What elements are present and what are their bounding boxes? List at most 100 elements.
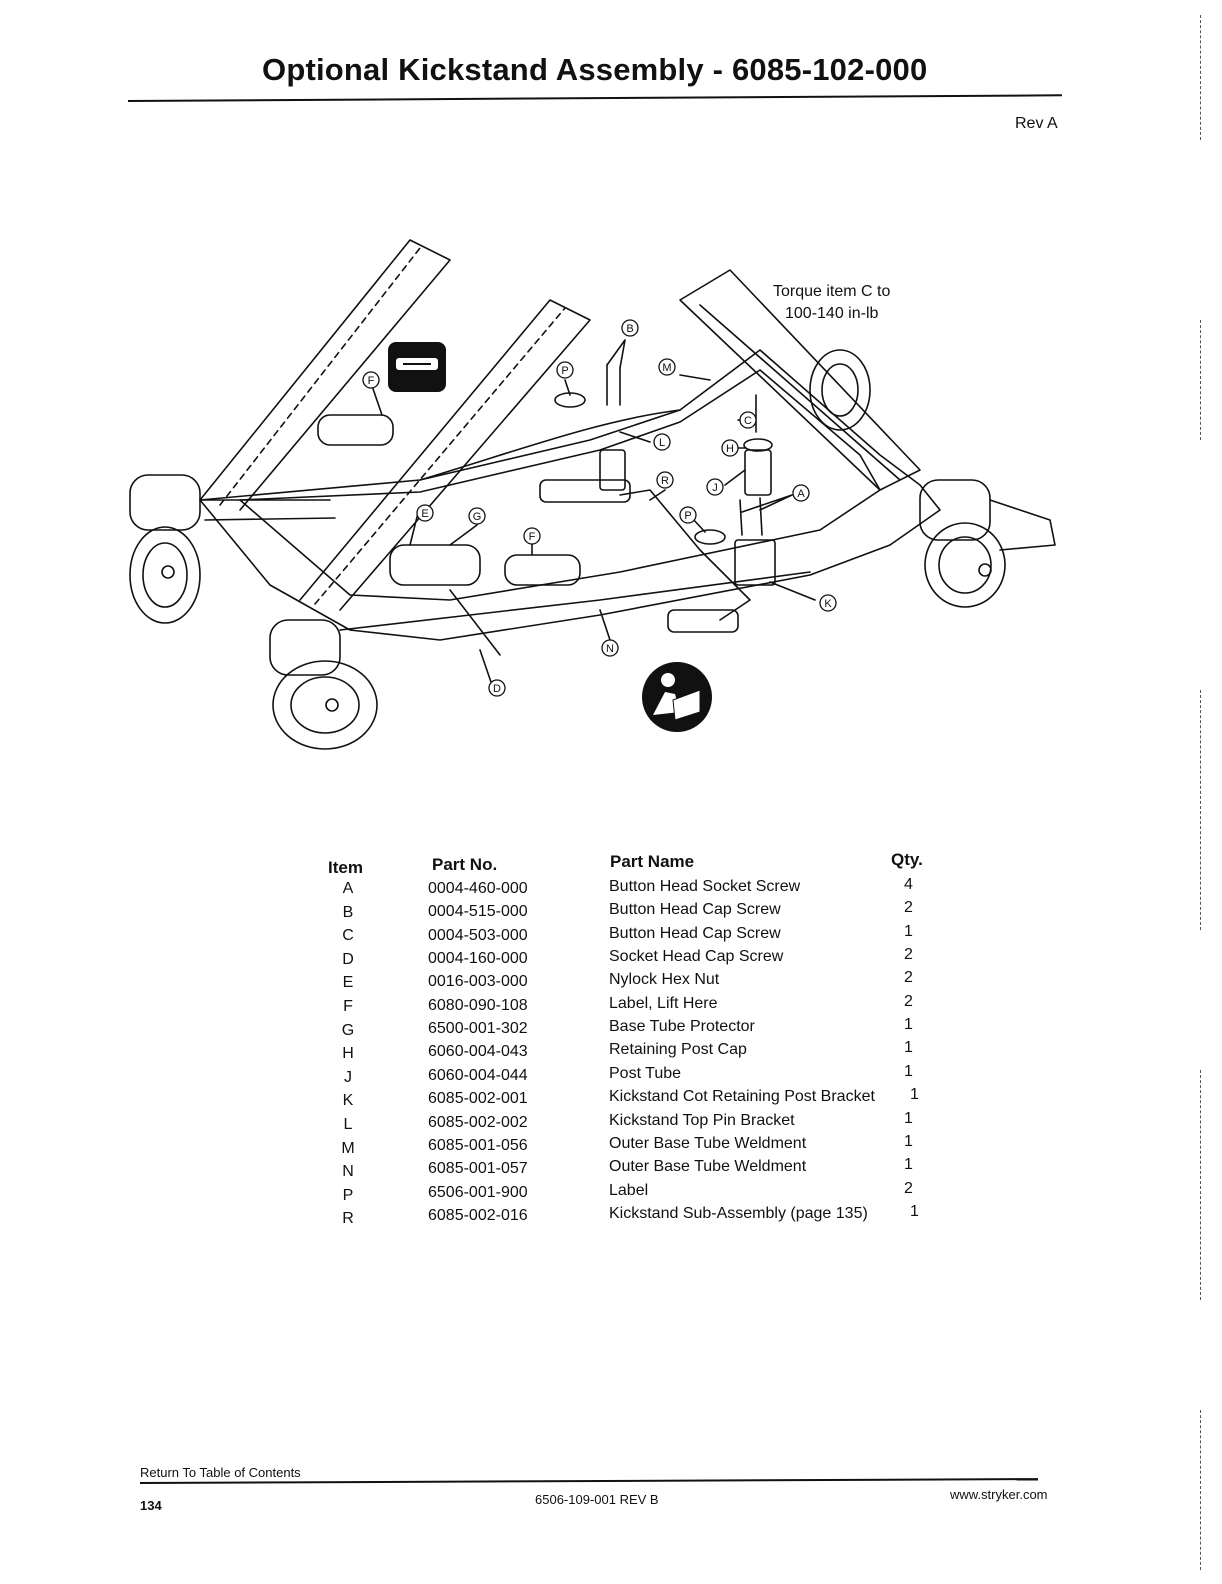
level-label-icon <box>388 342 446 392</box>
cell-part-name: Outer Base Tube Weldment <box>609 1158 807 1176</box>
cell-qty: 1 <box>904 1109 913 1127</box>
leg-middle-dash <box>314 307 566 605</box>
label-p-lower <box>694 529 726 545</box>
scan-edge-mark <box>1200 1070 1201 1300</box>
cell-item: R <box>342 1210 354 1228</box>
leg-left <box>199 239 451 511</box>
cell-qty: 1 <box>904 922 913 940</box>
page-number: 134 <box>140 1498 162 1513</box>
leg-right <box>679 269 921 491</box>
cell-item: L <box>343 1116 353 1133</box>
cell-item: J <box>344 1068 352 1086</box>
screw-a2 <box>759 497 763 536</box>
cell-part-no: 6085-001-057 <box>428 1160 528 1178</box>
cell-qty: 1 <box>904 1039 913 1057</box>
cell-item: H <box>342 1045 354 1063</box>
cell-qty: 2 <box>904 899 913 917</box>
cell-part-name: Label <box>609 1181 649 1199</box>
leg-right-rail <box>699 304 901 481</box>
cell-part-name: Socket Head Cap Screw <box>609 948 784 966</box>
read-manual-icon <box>642 662 712 732</box>
cell-part-no: 0004-160-000 <box>428 950 528 968</box>
scan-edge-mark <box>1200 1410 1201 1570</box>
cell-qty: 1 <box>904 1062 913 1080</box>
kickstand-bracket-upper <box>539 479 631 503</box>
retaining-post-bracket <box>734 539 776 586</box>
caster-front-left <box>129 474 201 624</box>
header-item: Item <box>328 858 363 877</box>
return-to-toc-link[interactable]: Return To Table of Contents <box>140 1465 301 1480</box>
caster-back-right <box>809 349 871 431</box>
leg-left-dash <box>219 247 421 506</box>
callout-b: B <box>626 323 633 335</box>
cell-part-no: 6085-001-056 <box>428 1136 528 1154</box>
kickstand-assembly-diagram: A C D E F F G H J K L M N P P R B Torque… <box>129 239 1056 750</box>
callout-e: E <box>421 508 428 520</box>
outer-base-tube-m <box>419 409 681 481</box>
header-part-no: Part No. <box>432 855 498 874</box>
cell-qty: 1 <box>910 1086 919 1104</box>
kickstand-bracket-lower <box>667 609 739 633</box>
retaining-post-cap <box>743 438 773 452</box>
cell-qty: 1 <box>910 1202 919 1220</box>
cell-item: A <box>342 880 354 897</box>
cell-part-no: 6085-002-016 <box>428 1206 528 1224</box>
cell-item: B <box>342 903 354 921</box>
base-frame-outline <box>199 349 941 641</box>
callout-p-lower: P <box>684 510 691 522</box>
cell-qty: 2 <box>904 992 913 1010</box>
cell-item: C <box>342 927 354 945</box>
outer-base-tube-n <box>339 571 811 631</box>
website-link[interactable]: www.stryker.com <box>950 1487 1048 1502</box>
cell-part-name: Label, Lift Here <box>609 994 718 1012</box>
callout-m: M <box>662 362 671 374</box>
cell-part-no: 6085-002-002 <box>428 1113 528 1131</box>
cell-part-no: 6080-090-108 <box>428 996 528 1014</box>
cell-qty: 2 <box>904 1179 913 1197</box>
cell-part-name: Outer Base Tube Weldment <box>609 1134 807 1152</box>
cell-part-name: Retaining Post Cap <box>609 1041 747 1059</box>
cell-part-no: 6085-002-001 <box>428 1090 528 1108</box>
callout-k: K <box>824 598 832 610</box>
screw-a1 <box>739 499 743 536</box>
cell-part-name: Kickstand Sub-Assembly (page 135) <box>609 1204 868 1222</box>
cell-part-name: Post Tube <box>609 1064 682 1082</box>
cell-part-name: Base Tube Protector <box>609 1018 755 1036</box>
cell-item: F <box>343 998 353 1015</box>
header-qty: Qty. <box>891 850 923 869</box>
cell-part-name: Nylock Hex Nut <box>609 971 720 989</box>
cell-part-no: 6500-001-302 <box>428 1020 528 1038</box>
cell-part-no: 0004-460-000 <box>428 880 528 897</box>
cell-part-name: Kickstand Top Pin Bracket <box>609 1111 795 1129</box>
leg-middle <box>299 299 591 611</box>
cell-part-no: 6506-001-900 <box>428 1183 528 1201</box>
cell-item: M <box>341 1139 355 1157</box>
cell-part-no: 6060-004-044 <box>428 1066 528 1084</box>
callout-c: C <box>744 415 752 427</box>
scan-edge-mark <box>1200 320 1201 440</box>
caster-rear-left <box>269 619 378 750</box>
cell-item: N <box>342 1163 354 1181</box>
page-title: Optional Kickstand Assembly - 6085-102-0… <box>262 52 928 87</box>
callout-f-upper: F <box>368 375 375 387</box>
cell-item: K <box>342 1092 354 1110</box>
post-tube <box>744 449 772 496</box>
callout-h: H <box>726 443 734 455</box>
kickstand-rod <box>619 489 751 621</box>
cell-part-name: Button Head Socket Screw <box>609 878 801 895</box>
cell-item: E <box>342 974 354 992</box>
base-tube-protector <box>389 544 481 586</box>
callout-a: A <box>797 488 805 500</box>
callout-g: G <box>473 511 482 523</box>
cell-item: D <box>342 950 354 968</box>
cell-part-name: Button Head Cap Screw <box>609 901 781 919</box>
top-pin-bracket <box>599 449 626 491</box>
cell-part-name: Button Head Cap Screw <box>609 924 781 942</box>
cell-part-name: Kickstand Cot Retaining Post Bracket <box>609 1088 875 1106</box>
callout-p-upper: P <box>561 365 568 377</box>
header-part-name: Part Name <box>610 852 695 871</box>
cell-part-no: 0004-515-000 <box>428 903 528 921</box>
cell-part-no: 0016-003-000 <box>428 973 528 991</box>
cross-tube-left <box>199 499 336 521</box>
callout-f-lower: F <box>529 531 536 543</box>
